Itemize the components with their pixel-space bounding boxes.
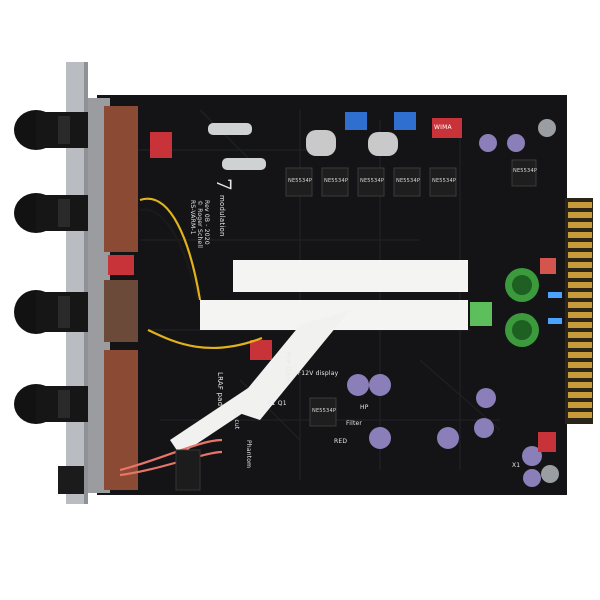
led-blue-1 <box>548 292 562 298</box>
resistor-1 <box>208 123 252 135</box>
relay-red-2 <box>108 255 134 275</box>
silk-display: +12V display <box>296 370 339 377</box>
ribbon-tape-1 <box>233 260 468 292</box>
edge-finger <box>568 392 592 398</box>
silk-lo-cut: Lo cut <box>233 410 240 430</box>
edge-finger <box>568 252 592 258</box>
edge-finger <box>568 342 592 348</box>
ic-label-1: NE5534P <box>288 178 313 184</box>
knob-2 <box>14 193 88 233</box>
connector-bottom <box>175 449 201 491</box>
silk-fuse: F1 Q1 <box>268 400 287 407</box>
wima-capacitor <box>432 118 462 138</box>
jack-socket <box>58 466 84 494</box>
ic-label-6: NE5534P <box>312 408 337 414</box>
silk-wima: WIMA <box>434 124 452 131</box>
edge-finger <box>568 382 592 388</box>
edge-finger <box>568 312 592 318</box>
terminal-block <box>470 302 492 326</box>
knob-4 <box>14 384 88 424</box>
resistor-2 <box>222 158 266 170</box>
trimmer-1 <box>345 112 367 130</box>
edge-finger <box>568 362 592 368</box>
ic-row <box>285 159 537 427</box>
edge-finger <box>568 302 592 308</box>
silk-gain: Pre Gain <box>284 352 292 384</box>
ribbon-tape-4 <box>170 380 270 455</box>
edge-finger <box>568 322 592 328</box>
can-capacitor-1 <box>306 130 336 156</box>
purple-caps <box>347 374 542 487</box>
edge-finger <box>568 352 592 358</box>
edge-finger <box>568 202 592 208</box>
credit-line-2: © Roger Schell <box>196 200 203 249</box>
edge-finger <box>568 212 592 218</box>
trimmer-2 <box>394 112 416 130</box>
ic-label-5: NE5534P <box>432 178 457 184</box>
edge-connector <box>565 198 593 424</box>
edge-finger <box>568 332 592 338</box>
can-capacitor-2 <box>368 132 398 156</box>
ic-label-7: NE5534P <box>513 168 538 174</box>
pot-block-1 <box>104 106 138 252</box>
relay-red-3 <box>250 340 272 360</box>
silk-hp: HP <box>360 404 369 411</box>
relay-red-4 <box>538 432 556 452</box>
mount-screw-1 <box>538 119 556 137</box>
electrolytic-capacitor-2 <box>505 313 539 347</box>
led-blue-2 <box>548 318 562 324</box>
edge-finger <box>568 282 592 288</box>
ic-label-3: NE5534P <box>360 178 385 184</box>
credit-line-3: RS-VARM-1 <box>189 200 196 235</box>
relay-red-5 <box>540 258 556 274</box>
silk-red: RED <box>334 438 348 445</box>
relay-red-1 <box>150 132 172 158</box>
edge-finger <box>568 412 592 418</box>
credit-line-1: Rev 0B - 2020 <box>203 200 210 245</box>
ic-label-4: NE5534P <box>396 178 421 184</box>
ic-label-2: NE5534P <box>324 178 349 184</box>
board-brand: modulation <box>218 195 226 237</box>
cap-small-1 <box>479 134 497 152</box>
silk-x1: X1 <box>512 462 521 469</box>
knob-1 <box>14 110 88 150</box>
silk-filter: Filter <box>346 420 363 427</box>
knob-3 <box>14 290 88 334</box>
edge-finger <box>568 372 592 378</box>
electrolytic-capacitor-1 <box>505 268 539 302</box>
silk-pad: LRAF pad <box>216 372 224 407</box>
edge-finger <box>568 272 592 278</box>
mount-screw-2 <box>541 465 559 483</box>
silk-phantom: Phantom <box>245 440 252 469</box>
board-model: 7 <box>212 178 236 191</box>
front-panel-edge <box>84 62 88 504</box>
pot-block-2 <box>104 280 138 342</box>
edge-finger <box>568 262 592 268</box>
edge-finger <box>568 222 592 228</box>
edge-finger <box>568 292 592 298</box>
edge-finger <box>568 242 592 248</box>
edge-finger <box>568 232 592 238</box>
cap-small-2 <box>507 134 525 152</box>
edge-finger <box>568 402 592 408</box>
